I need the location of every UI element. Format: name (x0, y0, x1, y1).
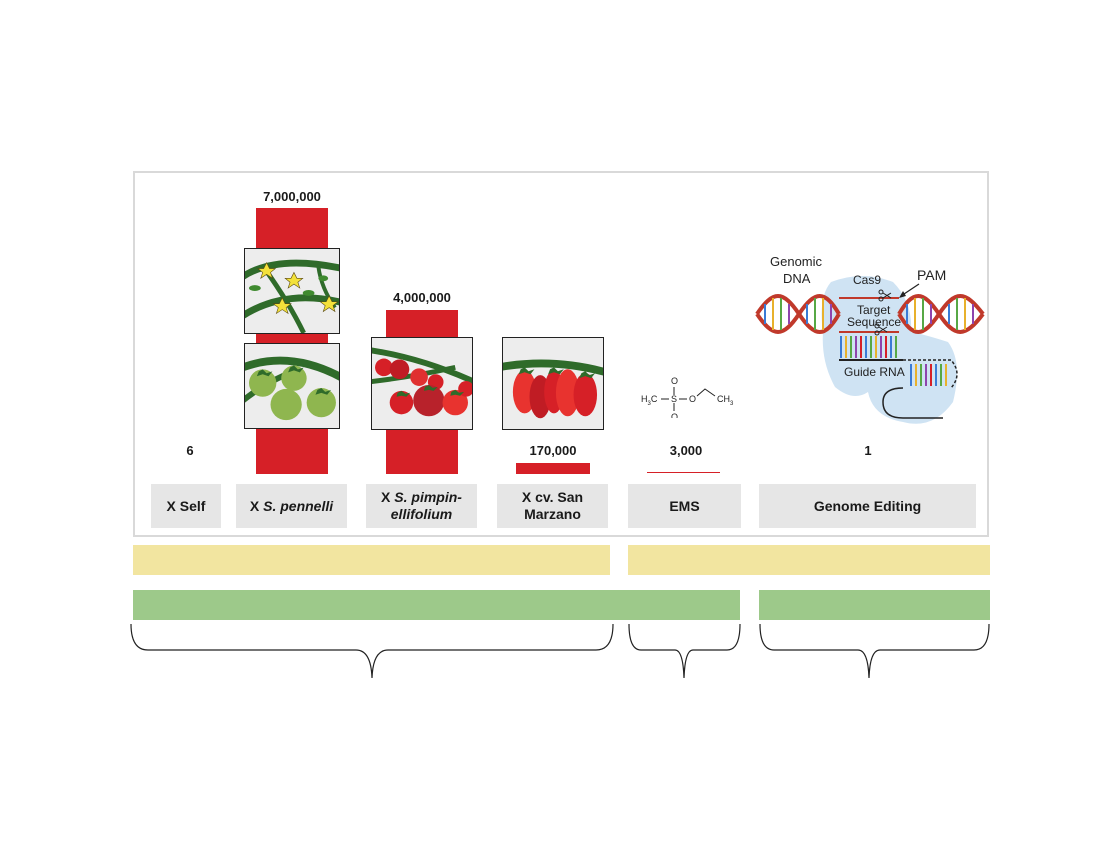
san-marzano-tomatoes-image (502, 337, 604, 430)
category-label-s-pennelli: X S. pennelli (236, 484, 347, 528)
chem-o-ester: O (689, 394, 696, 404)
green-band-left (133, 590, 740, 620)
value-label-s-pimpinellifolium: 4,000,000 (393, 290, 451, 305)
category-label-genome-editing: Genome Editing (759, 484, 976, 528)
chem-o-bottom: O (671, 412, 678, 418)
brace-genome-editing (759, 623, 990, 679)
ems-chemical-structure: H3C S O O O CH3 (641, 376, 734, 418)
scissors-icon (874, 323, 888, 336)
category-species-line1: S. pimpin- (394, 489, 462, 505)
category-san-marzano-line1: X cv. San (521, 489, 584, 505)
value-label-san-marzano: 170,000 (529, 443, 577, 458)
category-san-marzano-line2: Marzano (524, 506, 581, 522)
category-text-ems: EMS (669, 497, 700, 514)
bar-san-marzano (516, 463, 590, 474)
dna-helix-right (897, 294, 985, 334)
brace-breeding (130, 623, 614, 679)
crispr-cas9-diagram: Genomic DNA Cas9 PAM Target Sequence Gui… (755, 254, 985, 424)
genomic-dna-label-1: Genomic (770, 254, 823, 269)
category-prefix-s-pennelli: X (249, 497, 264, 514)
target-label-1: Target (857, 303, 891, 317)
category-prefix-s-pimpinellifolium: X (381, 489, 395, 505)
dna-helix-left (755, 294, 841, 334)
category-text-genome-editing: Genome Editing (813, 497, 922, 514)
value-label-s-pennelli: 7,000,000 (263, 189, 321, 204)
green-tomatoes-image (244, 343, 340, 429)
category-text-self: X Self (166, 497, 206, 514)
green-band-right (759, 590, 990, 620)
target-label-2: Sequence (847, 315, 901, 329)
value-label-genome-editing: 1 (864, 443, 872, 458)
yellow-band-right (628, 545, 990, 575)
genomic-dna-label-2: DNA (783, 271, 811, 286)
cas9-label: Cas9 (853, 273, 881, 287)
category-label-s-pimpinellifolium: X S. pimpin- ellifolium (366, 484, 477, 528)
category-species-s-pennelli: S. pennelli (263, 497, 334, 514)
chem-s: S (671, 394, 677, 404)
value-label-ems: 3,000 (669, 443, 703, 458)
yellow-band-left (133, 545, 610, 575)
guide-rna-bases (840, 336, 897, 358)
category-label-ems: EMS (628, 484, 741, 528)
chem-ch3: CH3 (717, 394, 734, 407)
pam-label: PAM (917, 267, 946, 283)
brace-mutagenesis (628, 623, 741, 679)
category-species-line2: ellifolium (390, 506, 453, 522)
chem-o-top: O (671, 376, 678, 386)
flowering-vine-image (244, 248, 340, 334)
chem-h3c: H3C (641, 394, 658, 407)
bar-ems (647, 472, 720, 473)
category-label-self: X Self (151, 484, 221, 528)
value-label-self: 6 (186, 443, 194, 458)
cherry-tomatoes-image (371, 337, 473, 430)
scissors-icon (878, 289, 892, 302)
category-label-san-marzano: X cv. San Marzano (497, 484, 608, 528)
guide-rna-label: Guide RNA (844, 365, 905, 379)
